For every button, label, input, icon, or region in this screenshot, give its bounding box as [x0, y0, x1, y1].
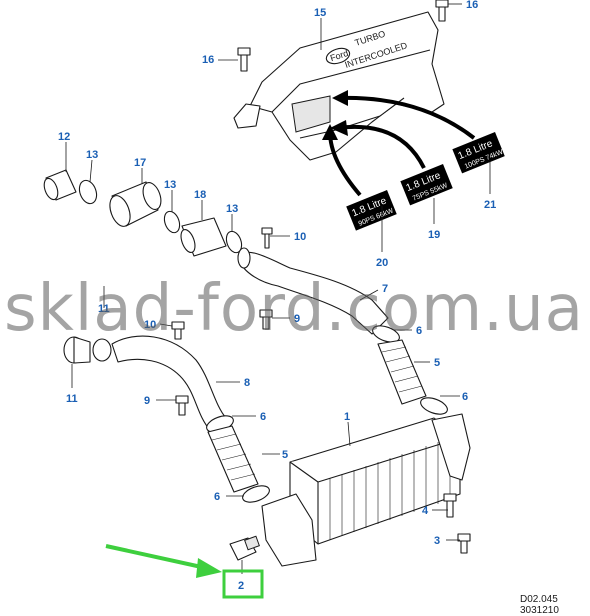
callout-2: 2 [238, 580, 244, 592]
intercooler-core [261, 413, 471, 567]
clamp-6-d [242, 485, 270, 503]
callout-16: 16 [466, 0, 478, 11]
bolt-3 [457, 533, 471, 554]
intercooler-cover: Ford TURBO INTERCOOLED [233, 11, 445, 161]
bellows-5-b [207, 425, 259, 493]
hose-cap-12 [43, 169, 77, 201]
callout-16: 16 [202, 54, 214, 66]
callout-13: 13 [226, 203, 238, 215]
hose-8 [111, 335, 227, 431]
bolt-4 [443, 493, 457, 518]
callout-8: 8 [244, 377, 250, 389]
callout-19: 19 [428, 229, 440, 241]
callout-10: 10 [144, 319, 156, 331]
callout-7: 7 [382, 283, 388, 295]
callout-20: 20 [376, 257, 388, 269]
clamp-13-c [225, 230, 243, 254]
hose-7 [237, 247, 389, 335]
highlight-box [222, 569, 264, 599]
callout-labels: 15 16 16 12 13 17 13 18 13 10 20 19 21 7… [58, 0, 496, 547]
callout-6: 6 [462, 391, 468, 403]
clamp-6-b [420, 397, 448, 415]
badge-20: 1.8 Litre 90PS 66kW [346, 190, 397, 231]
callout-15: 15 [314, 7, 326, 19]
stud-9-upper [259, 309, 273, 330]
highlight-marker: 2 [105, 544, 264, 599]
clamp-13-b [163, 210, 181, 234]
badge-arrows [322, 90, 476, 197]
clamp-13-a [78, 179, 98, 205]
highlight-arrow-head [196, 558, 222, 578]
callout-13: 13 [86, 149, 98, 161]
callout-6: 6 [416, 325, 422, 337]
leader-lines [65, 3, 491, 574]
stud-10-upper [261, 227, 273, 249]
drawing-number: 3031210 [520, 605, 559, 616]
callout-18: 18 [194, 189, 206, 201]
callout-17: 17 [134, 157, 146, 169]
stud-9-lower [175, 395, 189, 416]
callout-11: 11 [66, 393, 78, 405]
drawing-reference: D02.045 [520, 594, 558, 605]
callout-6: 6 [260, 411, 266, 423]
clamp-6-a [372, 325, 400, 343]
callout-6: 6 [214, 491, 220, 503]
bellows-5-a [377, 339, 427, 405]
sensor-2 [229, 535, 260, 561]
callout-11: 11 [98, 303, 110, 315]
callout-5: 5 [282, 449, 288, 461]
callout-9: 9 [144, 395, 150, 407]
callout-13: 13 [164, 179, 176, 191]
callout-21: 21 [484, 199, 496, 211]
watermark-text: sklad-ford.com.ua [4, 272, 584, 346]
bolt-16-right [435, 0, 449, 22]
stud-10-lower [171, 321, 185, 340]
hose-cap-11 [63, 336, 112, 364]
callout-5: 5 [434, 357, 440, 369]
callout-10: 10 [294, 231, 306, 243]
callout-9: 9 [294, 313, 300, 325]
callout-4: 4 [422, 505, 429, 517]
hose-18 [180, 217, 227, 257]
badge-21: 1.8 Litre 100PS 74kW [452, 132, 505, 174]
callout-12: 12 [58, 131, 70, 143]
bolt-16-left [237, 47, 251, 72]
callout-3: 3 [434, 535, 440, 547]
connector-17 [109, 181, 162, 227]
callout-1: 1 [344, 411, 350, 423]
badge-19: 1.8 Litre 75PS 55kW [400, 164, 453, 206]
